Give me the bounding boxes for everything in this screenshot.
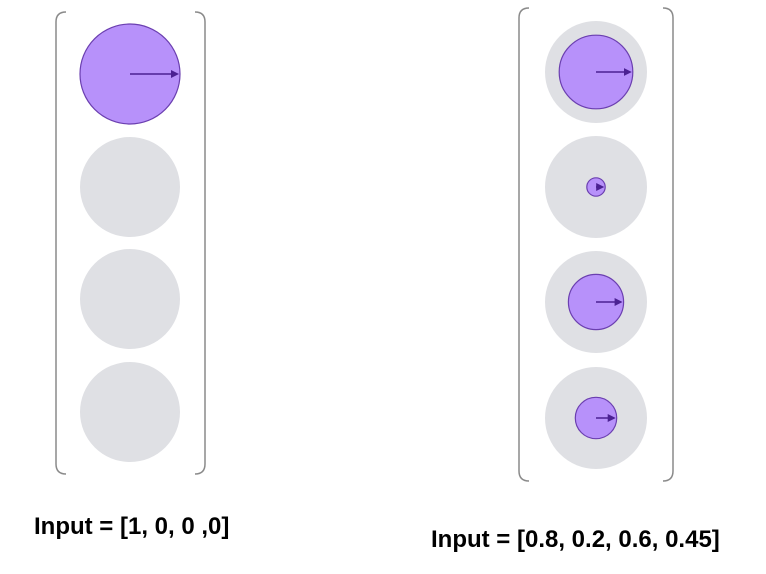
left-bracket [518, 7, 530, 482]
vector-left [55, 11, 206, 475]
input-label-left: Input = [1, 0, 0 ,0] [34, 513, 230, 540]
vector-right [518, 7, 674, 482]
right-bracket [194, 11, 206, 475]
right-bracket [662, 7, 674, 482]
circle-slot-icon [80, 137, 180, 237]
left-bracket [55, 11, 67, 475]
input-label-right: Input = [0.8, 0.2, 0.6, 0.45] [431, 526, 720, 553]
circle-slot-icon [80, 249, 180, 349]
circle-slot-icon [80, 362, 180, 462]
